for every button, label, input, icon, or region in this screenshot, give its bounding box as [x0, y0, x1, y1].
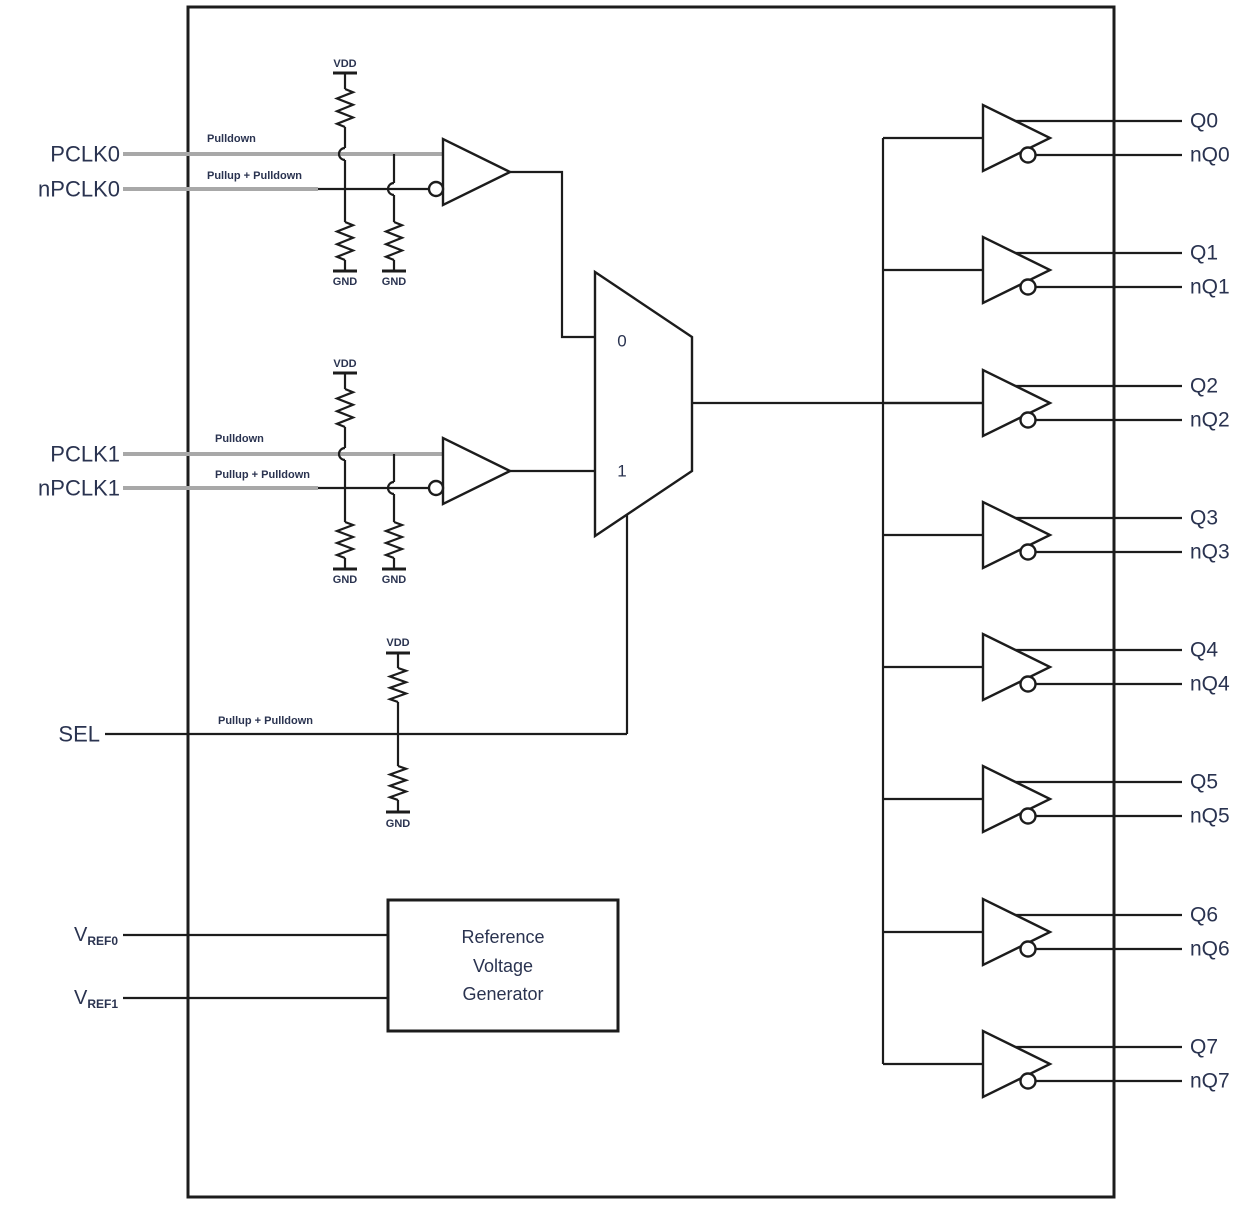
output-buffer-inverting-bubble: [1019, 146, 1037, 164]
pullup-resistor: [333, 387, 357, 429]
output-buffer-3: [981, 500, 1053, 570]
wire-hop: [337, 446, 346, 462]
vdd-label: VDD: [333, 358, 356, 370]
gnd-label: GND: [382, 276, 407, 288]
q-pin-label: Q2: [1190, 375, 1218, 398]
gnd-label: GND: [386, 818, 411, 830]
q-pin-label: Q4: [1190, 639, 1218, 662]
nq-pin-label: nQ7: [1190, 1070, 1230, 1093]
output-buffer-inverting-bubble: [1019, 807, 1037, 825]
nq-pin-label: nQ4: [1190, 673, 1230, 696]
output-buffer-inverting-bubble: [1019, 675, 1037, 693]
output-buffer-inverting-bubble: [1019, 278, 1037, 296]
pclk-pulldown-resistor: [382, 520, 406, 560]
wire-hop: [386, 480, 395, 496]
q-pin-label: Q0: [1190, 110, 1218, 133]
pulldown-note: Pulldown: [207, 133, 256, 145]
chip-outline: [186, 5, 1116, 1199]
mux-input1-label: 1: [617, 462, 626, 481]
wire-hop: [337, 146, 346, 162]
sel-pullup-resistor: [386, 666, 410, 704]
output-buffer-7: [981, 1029, 1053, 1099]
clock-select-mux: [593, 269, 694, 539]
reference-block-text: Voltage: [473, 956, 533, 976]
output-buffer-inverting-bubble: [1019, 940, 1037, 958]
output-buffer-0: [981, 103, 1053, 173]
q-pin-label: Q6: [1190, 904, 1218, 927]
pclk-pin-label: PCLK1: [50, 442, 120, 467]
wire-hop: [386, 181, 395, 197]
buffer0-to-mux-net: [510, 170, 595, 339]
output-buffer-inverting-bubble: [1019, 1072, 1037, 1090]
gnd-label: GND: [382, 574, 407, 586]
pulldown-resistor: [333, 520, 357, 560]
pullup-pulldown-note: Pullup + Pulldown: [215, 469, 310, 481]
nq-pin-label: nQ3: [1190, 541, 1230, 564]
sel-pullup-pulldown-note: Pullup + Pulldown: [218, 715, 313, 727]
output-buffer-inverting-bubble: [1019, 543, 1037, 561]
output-buffer-inverting-bubble: [1019, 411, 1037, 429]
vref-pin-label: VREF1: [74, 987, 118, 1011]
reference-block-text: Generator: [462, 984, 543, 1004]
output-buffer-2: [981, 368, 1053, 438]
sel-pulldown-resistor: [386, 764, 410, 802]
gnd-label: GND: [333, 276, 358, 288]
output-buffer-5: [981, 764, 1053, 834]
q-pin-label: Q3: [1190, 507, 1218, 530]
vref-pin-label: VREF0: [74, 924, 118, 948]
nq-pin-label: nQ5: [1190, 805, 1230, 828]
output-buffer-6: [981, 897, 1053, 967]
pulldown-note: Pulldown: [215, 433, 264, 445]
nq-pin-label: nQ1: [1190, 276, 1230, 299]
mux-input0-label: 0: [617, 332, 626, 351]
npclk-pin-label: nPCLK1: [38, 476, 120, 501]
pulldown-resistor: [333, 220, 357, 262]
input-buffer-inverting-bubble: [427, 479, 445, 497]
reference-voltage-generator-block: [386, 898, 620, 1033]
q-pin-label: Q7: [1190, 1036, 1218, 1059]
pclk-pin-label: PCLK0: [50, 142, 120, 167]
q-pin-label: Q1: [1190, 242, 1218, 265]
pullup-pulldown-note: Pullup + Pulldown: [207, 170, 302, 182]
vdd-label: VDD: [386, 637, 409, 649]
output-buffer-1: [981, 235, 1053, 305]
input-buffer-1: [441, 436, 513, 506]
nq-pin-label: nQ0: [1190, 144, 1230, 167]
pullup-resistor: [333, 87, 357, 129]
nq-pin-label: nQ6: [1190, 938, 1230, 961]
reference-block-text: Reference: [461, 927, 544, 947]
input-buffer-inverting-bubble: [427, 180, 445, 198]
gnd-label: GND: [333, 574, 358, 586]
input-buffer-0: [441, 137, 513, 207]
vdd-label: VDD: [333, 58, 356, 70]
sel-pin-label: SEL: [58, 722, 100, 747]
pclk-pulldown-resistor: [382, 220, 406, 262]
q-pin-label: Q5: [1190, 771, 1218, 794]
output-buffer-4: [981, 632, 1053, 702]
npclk-pin-label: nPCLK0: [38, 177, 120, 202]
nq-pin-label: nQ2: [1190, 409, 1230, 432]
